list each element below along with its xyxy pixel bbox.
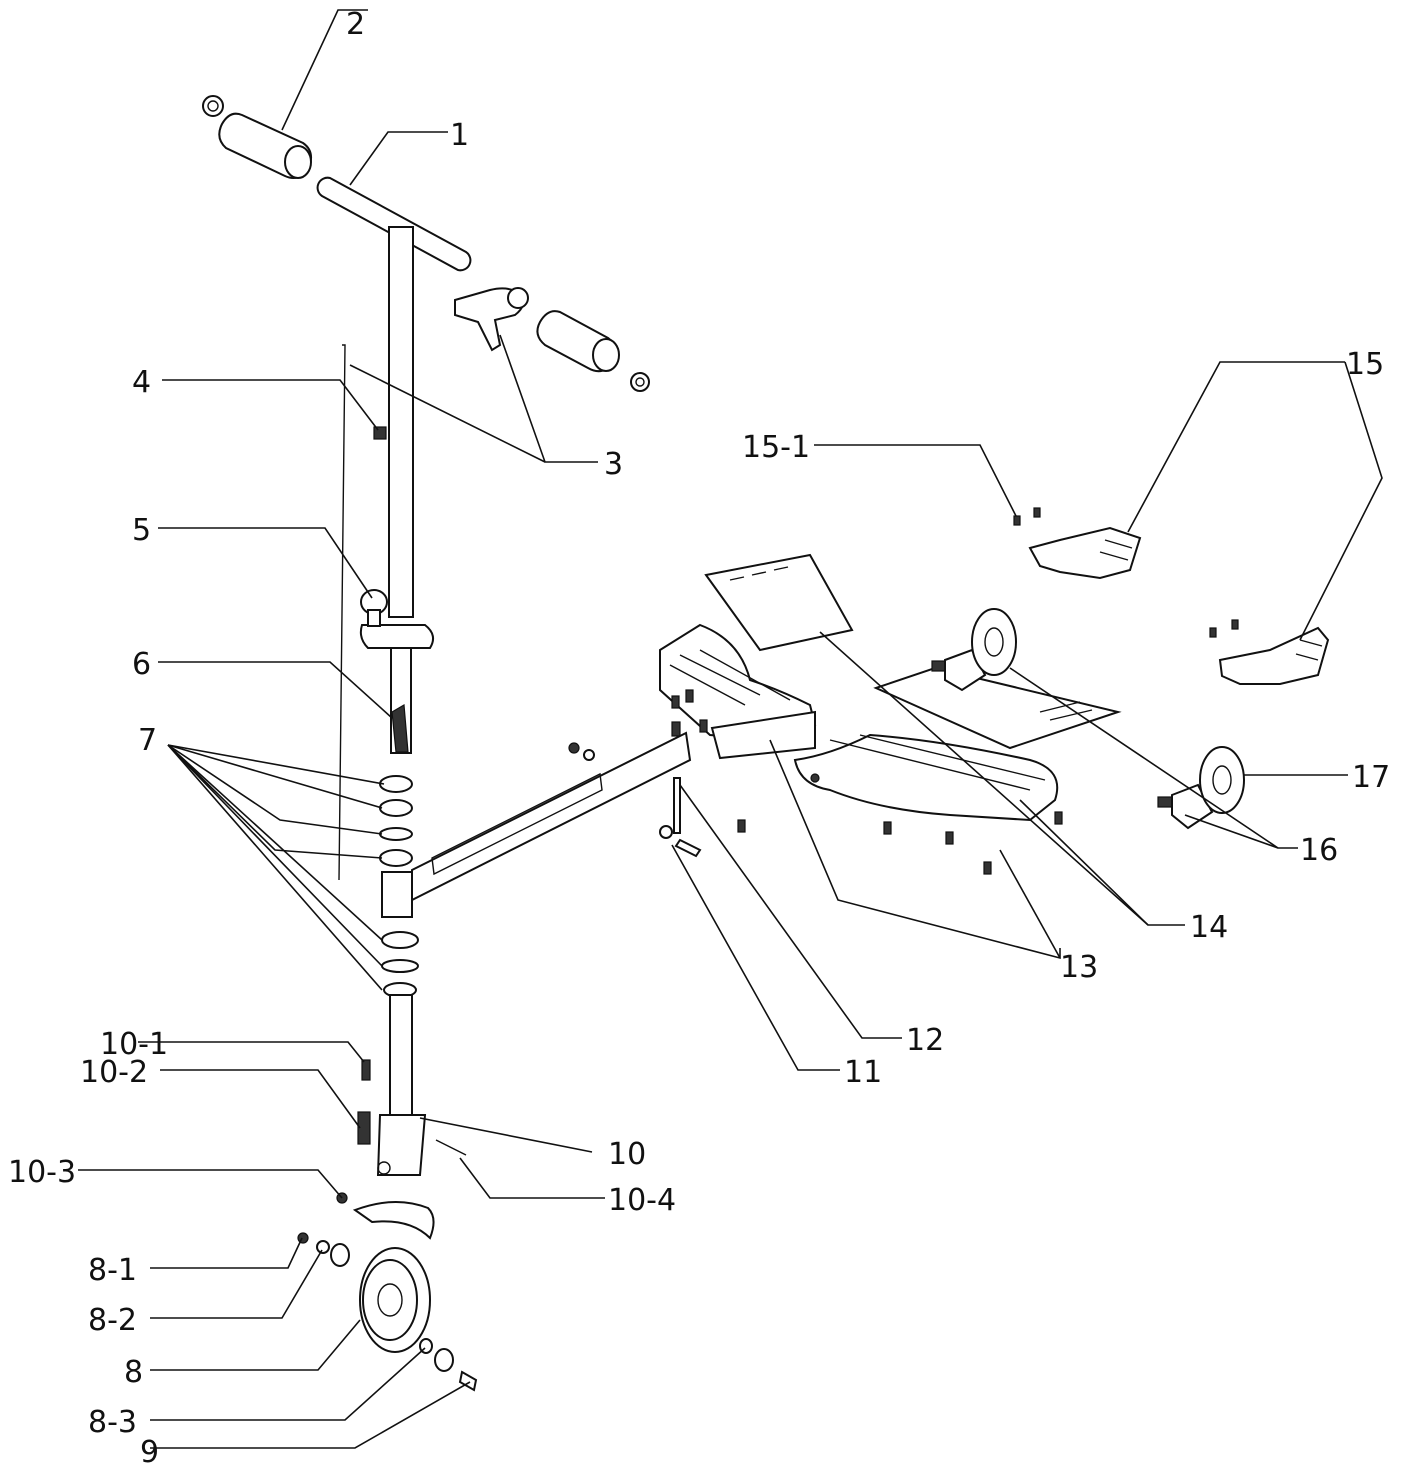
label-17: 17 [1352, 760, 1390, 795]
label-10: 10 [608, 1137, 646, 1172]
brake-cable [338, 344, 346, 881]
label-3: 3 [604, 447, 623, 482]
part-6-lower-stem [390, 647, 412, 754]
part-7-headset-upper [379, 775, 413, 867]
label-10-1: 10-1 [100, 1027, 168, 1062]
label-8: 8 [124, 1355, 143, 1390]
part-10-fork [357, 994, 467, 1176]
label-13: 13 [1060, 950, 1098, 985]
part-8-front-wheel [297, 1232, 478, 1392]
leader-lines [78, 9, 1383, 1449]
part-13-left-deck [659, 553, 854, 833]
parts [202, 95, 1330, 1392]
label-15: 15 [1346, 347, 1384, 382]
part-4-screw [373, 426, 387, 440]
part-3-lever-and-right-grip [454, 287, 650, 392]
label-10-2: 10-2 [80, 1055, 148, 1090]
label-1: 1 [450, 118, 469, 153]
label-8-3: 8-3 [88, 1405, 137, 1440]
part-7-headset-lower [381, 931, 419, 998]
part-5-clamp [359, 589, 435, 649]
part-15-foot-brakes [1013, 507, 1330, 685]
label-10-3: 10-3 [8, 1155, 76, 1190]
part-2-left-grip [202, 95, 313, 179]
label-16: 16 [1300, 833, 1338, 868]
label-5: 5 [132, 513, 151, 548]
label-10-4: 10-4 [608, 1183, 676, 1218]
label-9: 9 [140, 1435, 159, 1464]
part-1-handlebar [316, 176, 472, 618]
frame-beam [381, 731, 692, 918]
label-8-1: 8-1 [88, 1253, 137, 1288]
label-4: 4 [132, 365, 151, 400]
part-14-right-deck [793, 666, 1122, 875]
label-7: 7 [138, 723, 157, 758]
part-16-17-casters [931, 608, 1245, 830]
part-10-3-brake [336, 1192, 435, 1240]
label-11: 11 [844, 1055, 882, 1090]
part-labels: 2 1 3 4 15-1 15 5 6 7 17 16 14 13 12 10-… [8, 7, 1390, 1464]
label-12: 12 [906, 1023, 944, 1058]
label-14: 14 [1190, 910, 1228, 945]
label-2: 2 [346, 7, 365, 42]
part-11-12-bolts [568, 721, 702, 858]
label-8-2: 8-2 [88, 1303, 137, 1338]
label-15-1: 15-1 [742, 430, 810, 465]
label-6: 6 [132, 647, 151, 682]
